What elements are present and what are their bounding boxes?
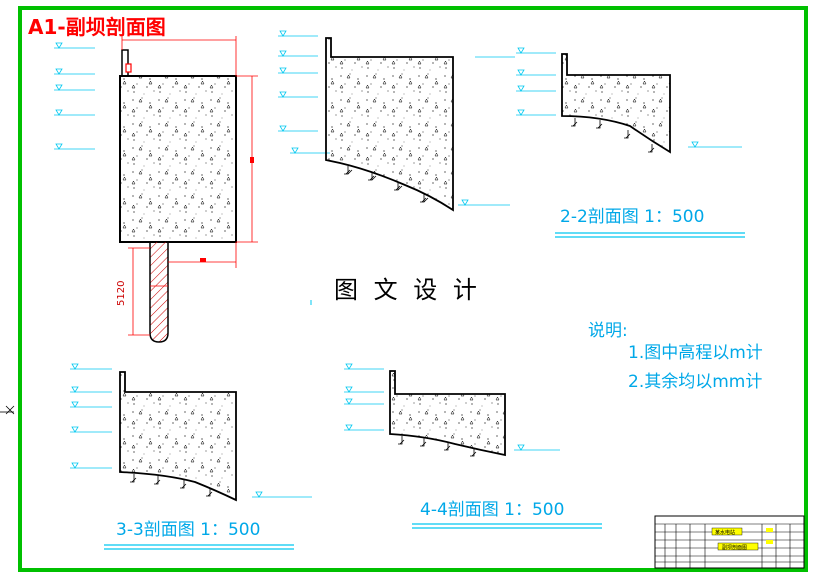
section-2-2-label: 2-2剖面图 1：500 (560, 207, 704, 227)
section-4-4: 4-4剖面图 1：500 (344, 363, 602, 529)
design-notes: 说明: 1.图中高程以m计 2.其余均以mm计 (588, 321, 763, 392)
section-3-3: 3-3剖面图 1：500 (70, 363, 312, 550)
foundation-pile (149, 242, 169, 343)
pile-dimension-label: 5120 (116, 281, 127, 306)
level-markers-upper-right (516, 47, 742, 148)
section-4-4-label: 4-4剖面图 1：500 (420, 500, 564, 520)
section-upper-right (516, 47, 742, 154)
center-title: 图 文 设 计 (334, 276, 481, 304)
origin-cross-icon (5, 405, 15, 415)
dam-body-2 (325, 37, 454, 212)
notes-heading: 说明: (588, 321, 628, 341)
dam-body-upper-right (561, 53, 671, 154)
title-block: 某水电站 副坝剖面图 (654, 515, 805, 569)
level-markers-4 (344, 363, 560, 451)
title-block-label-1: 某水电站 (715, 529, 735, 536)
note-item-1: 1.图中高程以m计 (628, 343, 763, 363)
section-1-1: 5120 (54, 36, 258, 343)
dam-body (119, 75, 237, 243)
section-3-3-label: 3-3剖面图 1：500 (116, 520, 260, 540)
dam-body-3 (119, 371, 237, 502)
main-title: A1-副坝剖面图 (28, 15, 166, 39)
sheet-frame (18, 6, 808, 572)
dimension-lines-1 (121, 36, 258, 336)
note-item-2: 2.其余均以mm计 (628, 372, 762, 392)
level-markers-1 (54, 42, 95, 150)
level-markers-3 (70, 363, 312, 498)
section-2-2: 2-2剖面图 1：500 (278, 30, 745, 238)
title-block-label-2: 副坝剖面图 (722, 544, 747, 551)
level-markers-2 (278, 30, 515, 206)
dam-body-4 (389, 370, 506, 457)
